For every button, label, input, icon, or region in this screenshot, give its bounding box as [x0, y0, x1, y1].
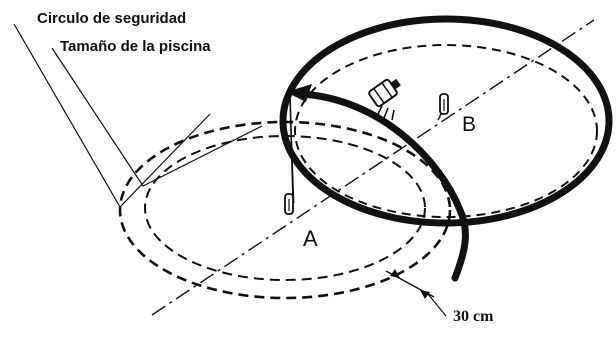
clearance-label: 30 cm	[453, 308, 494, 325]
center-axis-line	[151, 19, 595, 316]
clearance-arrow-top	[390, 269, 400, 278]
pool-size-label: Tamaño de la piscina	[60, 38, 211, 55]
clearance-arrow-bottom	[420, 290, 430, 299]
clearance-dimension	[385, 269, 447, 317]
safety-circle-b	[279, 15, 613, 227]
radius-line-b	[289, 94, 295, 204]
stake-icon	[437, 93, 449, 121]
lawn-sprinkler-icon	[368, 78, 401, 108]
sprinkler-spray	[377, 105, 395, 121]
stake-icon	[284, 193, 294, 215]
point-a-label: A	[303, 226, 318, 251]
pool-outline-b	[294, 44, 598, 218]
point-b-label: B	[462, 113, 476, 136]
garden-hose	[296, 90, 469, 282]
clearance-leader	[427, 293, 447, 317]
safety-circle-label: Circulo de seguridad	[37, 10, 186, 27]
hose-arrow-head	[286, 84, 312, 102]
pool-size-leader	[51, 47, 263, 187]
